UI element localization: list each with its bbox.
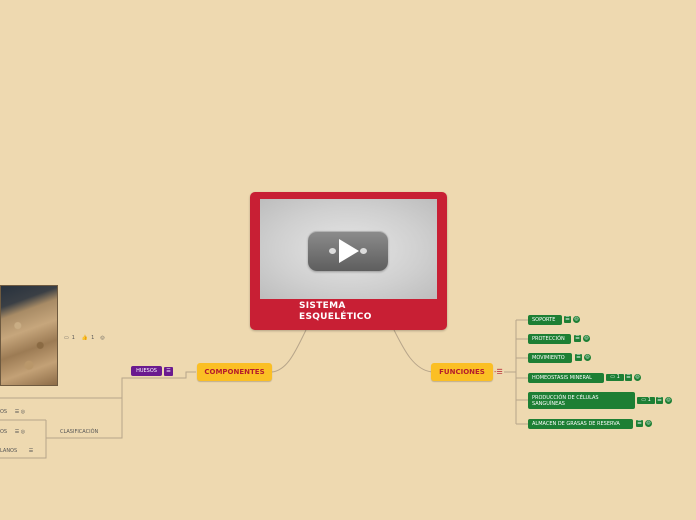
central-title-line-1: SISTEMA: [299, 301, 346, 311]
left-item-1-label: OS: [0, 409, 8, 415]
left-item-2[interactable]: OS ☰ ◎: [0, 429, 25, 436]
subtopic-soporte-label: SOPORTE: [532, 317, 556, 323]
comment-icon: ▭: [641, 397, 646, 403]
notes-icon[interactable]: ☰: [14, 429, 20, 435]
globe-icon[interactable]: ◎: [20, 409, 26, 415]
like-icon[interactable]: 👍: [81, 335, 89, 341]
notes-icon[interactable]: ☰: [575, 354, 582, 361]
globe-icon[interactable]: ◎: [665, 397, 672, 404]
notes-icon[interactable]: ☰: [28, 448, 34, 454]
topic-componentes[interactable]: COMPONENTES: [197, 363, 272, 381]
subtopic-movimiento-label: MOVIMIENTO: [532, 355, 565, 361]
globe-icon[interactable]: ◎: [100, 335, 105, 341]
subtopic-clasificacion[interactable]: CLASIFICACIÓN: [60, 429, 98, 436]
notes-icon[interactable]: ☰: [164, 367, 173, 376]
notes-icon[interactable]: ☰: [14, 409, 20, 415]
comment-count: 1: [71, 335, 75, 341]
central-title-line-2: ESQUELÉTICO: [299, 312, 372, 322]
globe-icon[interactable]: ◎: [634, 374, 641, 381]
notes-icon[interactable]: ☰: [625, 374, 632, 381]
subtopic-clasificacion-label: CLASIFICACIÓN: [60, 429, 99, 435]
left-item-2-label: OS: [0, 429, 8, 435]
play-icon-dot-right: [360, 248, 367, 254]
collapse-toggle-icon[interactable]: -☰: [494, 368, 503, 376]
subtopic-produccion-celulas-label: PRODUCCIÓN DE CÉLULAS SANGUÍNEAS: [532, 394, 599, 407]
like-count: 1: [91, 335, 95, 341]
globe-icon[interactable]: ◎: [583, 335, 590, 342]
globe-icon[interactable]: ◎: [573, 316, 580, 323]
central-title: SISTEMA ESQUELÉTICO: [299, 301, 419, 323]
bone-tissue-image[interactable]: [0, 285, 58, 386]
subtopic-movimiento[interactable]: MOVIMIENTO: [528, 353, 572, 363]
subtopic-huesos[interactable]: HUESOS: [131, 366, 162, 376]
comment-icon: ▭: [610, 374, 615, 380]
subtopic-proteccion[interactable]: PROTECCIÓN: [528, 334, 571, 344]
topic-funciones[interactable]: FUNCIONES: [431, 363, 493, 381]
comment-count: 1: [647, 397, 651, 403]
topic-componentes-label: COMPONENTES: [204, 368, 265, 376]
notes-icon[interactable]: ☰: [656, 397, 663, 404]
subtopic-huesos-label: HUESOS: [136, 368, 157, 374]
notes-icon[interactable]: ☰: [636, 420, 643, 427]
notes-icon[interactable]: ☰: [574, 335, 581, 342]
globe-icon[interactable]: ◎: [645, 420, 652, 427]
subtopic-homeostasis-mineral[interactable]: HOMEOSTASIS MINERAL: [528, 373, 604, 383]
left-item-3-label: LANOS: [0, 448, 18, 454]
subtopic-homeostasis-mineral-label: HOMEOSTASIS MINERAL: [532, 375, 592, 381]
comment-count: 1: [616, 374, 620, 380]
subtopic-almacen-grasas[interactable]: ALMACEN DE GRASAS DE RESERVA: [528, 419, 633, 429]
left-item-1[interactable]: OS ☰ ◎: [0, 409, 25, 416]
left-item-3[interactable]: LANOS ☰: [0, 448, 33, 455]
comment-badge[interactable]: ▭ 1: [637, 397, 655, 404]
image-meta: ▭ 1 👍 1 ◎: [64, 335, 105, 342]
play-icon-dot-left: [329, 248, 336, 254]
notes-icon[interactable]: ☰: [564, 316, 571, 323]
topic-funciones-label: FUNCIONES: [439, 368, 485, 376]
globe-icon[interactable]: ◎: [20, 429, 26, 435]
globe-icon[interactable]: ◎: [584, 354, 591, 361]
subtopic-proteccion-label: PROTECCIÓN: [532, 336, 565, 342]
subtopic-produccion-celulas[interactable]: PRODUCCIÓN DE CÉLULAS SANGUÍNEAS: [528, 392, 635, 409]
comment-badge[interactable]: ▭ 1: [606, 374, 624, 381]
subtopic-almacen-grasas-label: ALMACEN DE GRASAS DE RESERVA: [532, 421, 620, 427]
play-icon: [339, 239, 359, 263]
subtopic-soporte[interactable]: SOPORTE: [528, 315, 562, 325]
comment-icon[interactable]: ▭: [64, 335, 69, 341]
play-button[interactable]: [308, 231, 388, 271]
